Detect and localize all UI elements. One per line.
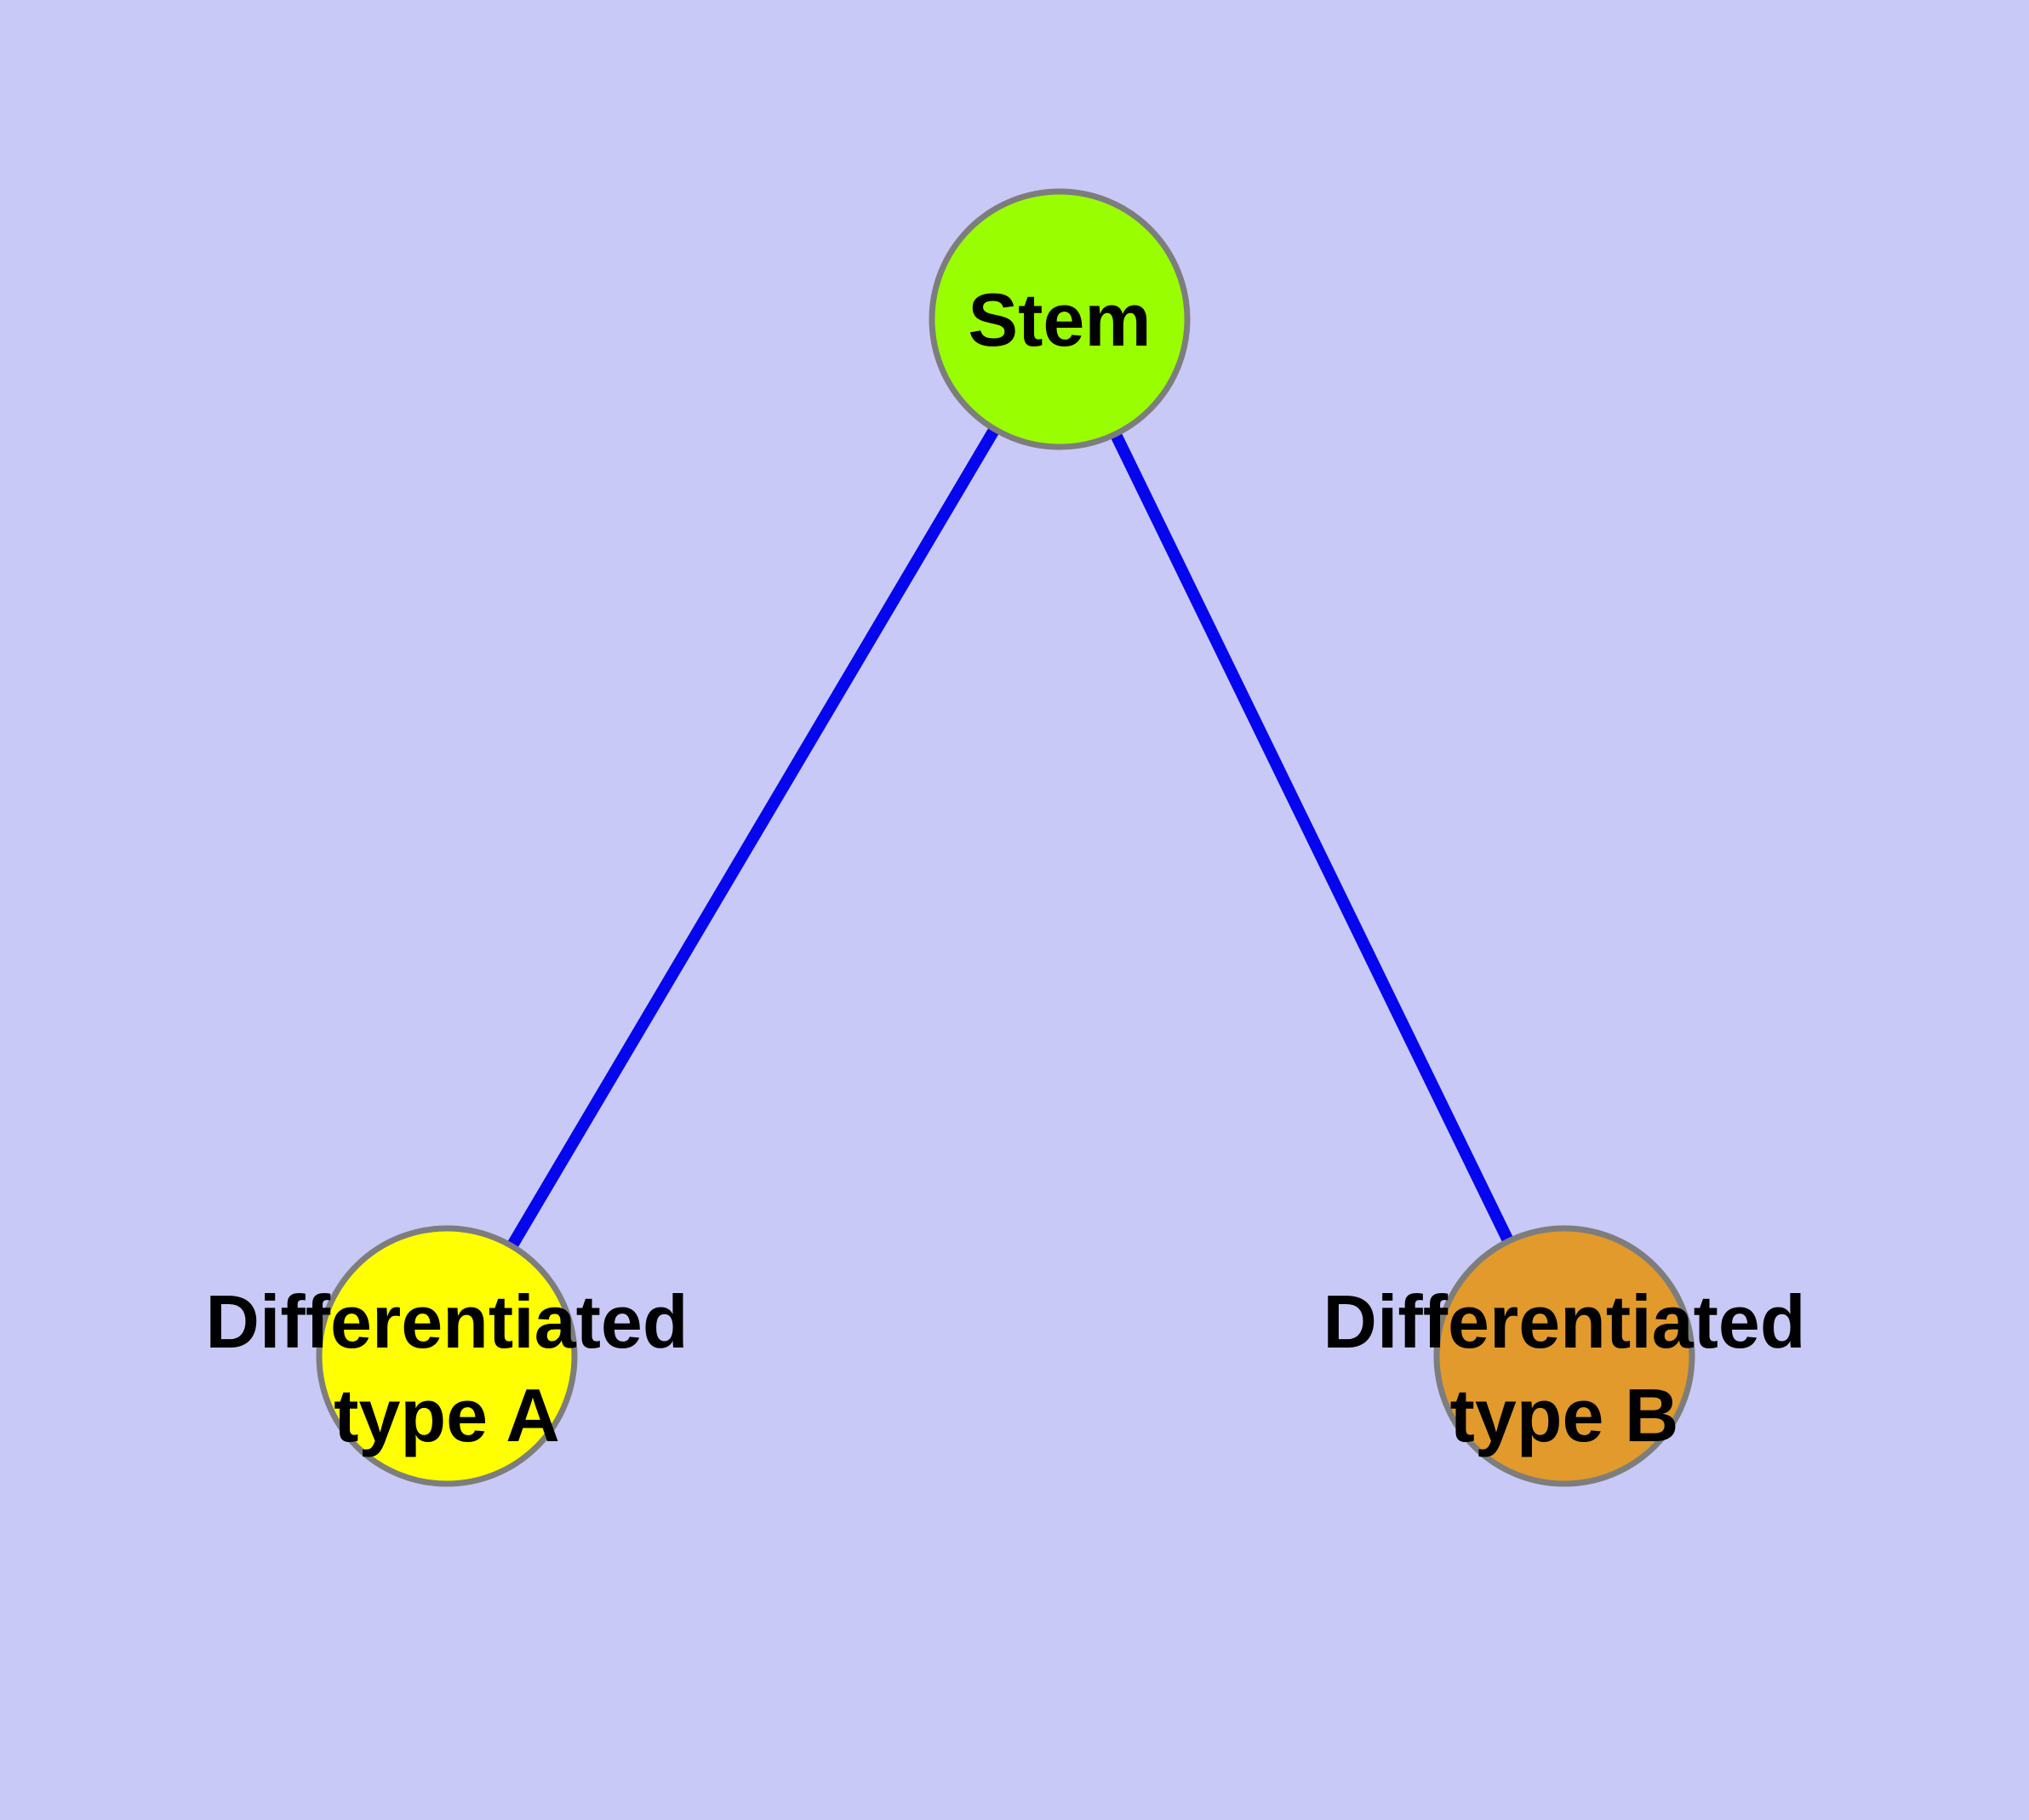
node-stem-label: Stem <box>968 278 1151 362</box>
node-type-a-label-line1: Differentiated <box>205 1279 688 1364</box>
node-stem: Stem <box>929 188 1191 450</box>
node-type-a-label-line2: type A <box>334 1373 560 1457</box>
node-type-b-label-line1: Differentiated <box>1323 1279 1805 1364</box>
node-type-a-circle <box>316 1225 578 1487</box>
node-differentiated-type-b: Differentiated type B <box>1323 1225 1806 1487</box>
edge-stem-to-type-a <box>441 316 1066 1359</box>
edge-stem-to-type-b <box>1054 316 1570 1359</box>
node-type-b-label-line2: type B <box>1450 1373 1679 1457</box>
node-stem-circle <box>929 188 1191 450</box>
node-type-b-circle <box>1433 1225 1695 1487</box>
node-differentiated-type-a: Differentiated type A <box>205 1225 689 1487</box>
